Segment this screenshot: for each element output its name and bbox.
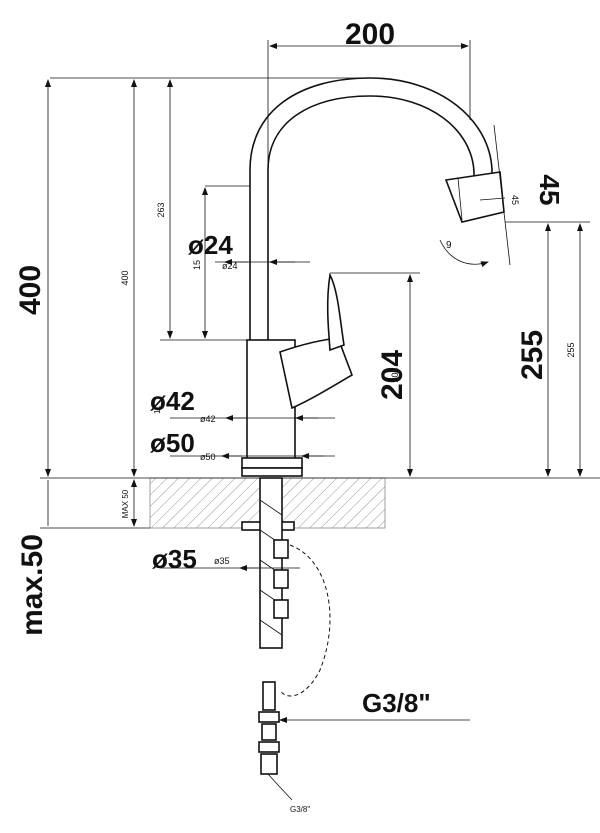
supply-fitting [262, 681, 276, 711]
dimension-diameter-24: ø24 ø24 [188, 230, 310, 271]
dimension-thread: G3/8" G3/8" [279, 688, 470, 814]
dimension-diameter-35: ø35 ø35 [152, 544, 300, 574]
dim-200-label: 200 [345, 18, 395, 51]
hose-loop [279, 544, 331, 697]
dim-255-big-label: 255 [516, 330, 549, 380]
dim-d35-small-label: ø35 [214, 556, 230, 566]
thread-big-label: G3/8" [362, 688, 431, 718]
dim-15-label: 15 [192, 260, 202, 270]
dimension-height-400: 400 400 [14, 77, 370, 477]
dim-d50-big-label: ø50 [150, 428, 195, 458]
lever-blade [326, 272, 345, 352]
dimension-15: 15 [192, 185, 250, 339]
dimension-255: 255 255 [505, 221, 590, 477]
dim-max50-small-label: MAX 50 [121, 489, 130, 518]
angle-marker-label: 9 [446, 240, 452, 251]
dim-d50-small-label: ø50 [200, 452, 216, 462]
dim-d24-small-label: ø24 [222, 261, 238, 271]
thread-small-label: G3/8" [290, 805, 310, 814]
dim-400-big-label: 400 [14, 265, 47, 315]
dim-204-small-label: 204 [390, 367, 400, 382]
dim-d42-small-label: ø42 [200, 414, 216, 424]
lever-handle [279, 337, 353, 410]
dim-d24-big-label: ø24 [188, 230, 233, 260]
dim-d42-big-label: ø42 [150, 386, 195, 416]
dim-400-small-label: 400 [120, 270, 130, 285]
dim-d35-big-label: ø35 [152, 544, 197, 574]
dim-45-big-label: 45 [534, 174, 565, 205]
dimension-263: 263 [156, 79, 250, 341]
dim-max50-big-label: max.50 [16, 534, 49, 636]
dimension-max-50: MAX 50 max.50 [16, 479, 137, 636]
dimension-width-200: 200 [267, 18, 471, 190]
dimension-angle-45: 45 45 9 [439, 124, 565, 268]
dimension-diameter-50: ø50 ø50 [150, 428, 335, 462]
spout-head [444, 171, 505, 223]
dim-204-big-label: 204 [376, 350, 409, 400]
base-flange [241, 457, 303, 469]
dim-11-label: 11 [153, 405, 162, 414]
dim-45-small-label: 45 [510, 195, 520, 205]
dim-255-small-label: 255 [566, 342, 576, 357]
faucet-body [241, 77, 505, 801]
dimension-diameter-42: ø42 ø42 11 [150, 386, 335, 424]
dim-263-label: 263 [156, 202, 166, 217]
dimension-204: 204 204 [330, 272, 420, 477]
